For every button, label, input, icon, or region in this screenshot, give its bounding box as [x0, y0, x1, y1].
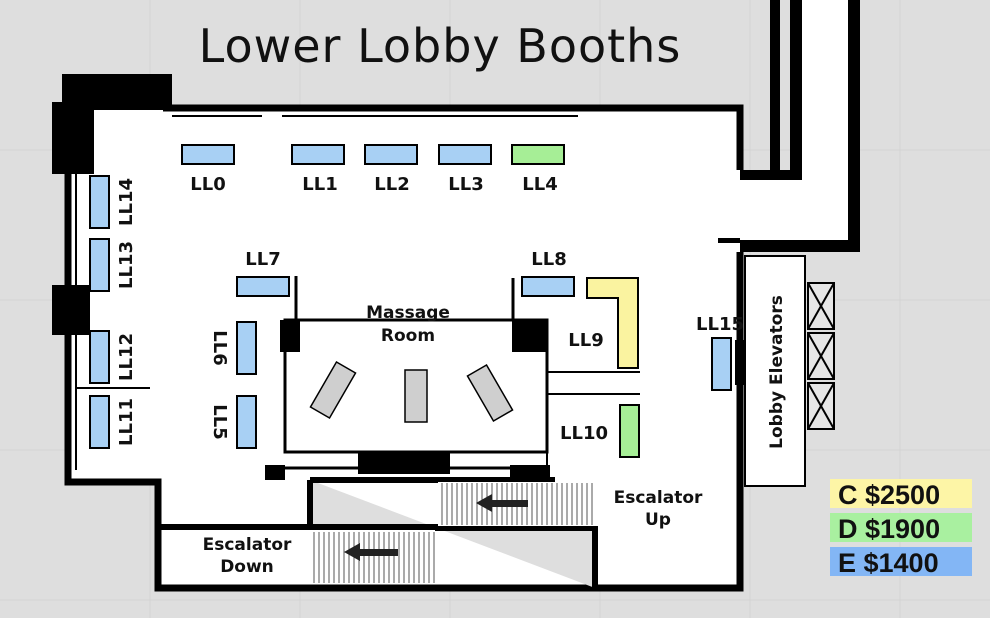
escalator-up — [438, 482, 598, 526]
wall-pillar-mid-left — [52, 285, 90, 335]
wall-notch-right — [735, 340, 745, 385]
escalator-down-label-2: Down — [220, 557, 274, 577]
booth-label-LL7: LL7 — [245, 249, 280, 270]
booth-LL5[interactable] — [236, 395, 257, 449]
escalator-down-label-1: Escalator — [203, 535, 292, 555]
booth-label-LL4: LL4 — [522, 174, 557, 195]
map-title: Lower Lobby Booths — [199, 19, 682, 73]
legend-label-E: E $1400 — [838, 548, 939, 578]
booth-label-LL3: LL3 — [448, 174, 483, 195]
booth-LL4[interactable] — [511, 144, 565, 165]
booth-label-LL2: LL2 — [374, 174, 409, 195]
booth-label-LL6: LL6 — [209, 330, 230, 365]
massage-room-label-2: Room — [381, 326, 435, 346]
booth-label-LL9: LL9 — [568, 330, 603, 351]
corridor-inner-wall — [735, 170, 800, 180]
booth-LL9[interactable] — [586, 277, 639, 369]
booth-label-LL10: LL10 — [560, 423, 608, 444]
corridor-walls — [770, 0, 860, 252]
escalator-down-arrow-icon — [344, 543, 398, 561]
corridor-link-floor — [740, 180, 848, 240]
escalator-up-arrow-icon — [476, 494, 528, 512]
booths — [89, 144, 732, 458]
outer-walls — [64, 104, 744, 592]
price-legend: C $2500 D $1900 E $1400 — [830, 479, 972, 578]
booth-label-LL8: LL8 — [531, 249, 566, 270]
legend-swatch-E — [830, 547, 972, 576]
booth-LL2[interactable] — [364, 144, 418, 165]
left-partitions — [75, 174, 150, 470]
booth-LL7[interactable] — [236, 276, 290, 297]
booth-label-LL0: LL0 — [190, 174, 225, 195]
booth-LL12[interactable] — [89, 330, 110, 384]
escalator-up-label-2: Up — [645, 510, 671, 530]
booth-label-LL5: LL5 — [209, 404, 230, 439]
booth-LL0[interactable] — [181, 144, 235, 165]
massage-tables — [309, 360, 514, 423]
legend-label-C: C $2500 — [838, 480, 940, 510]
ll10-partitions — [546, 371, 640, 465]
booth-LL6[interactable] — [236, 321, 257, 375]
booth-LL1[interactable] — [291, 144, 345, 165]
massage-room-label-1: Massage — [366, 303, 450, 323]
booth-LL14[interactable] — [89, 175, 110, 229]
escalator-up-label-1: Escalator — [614, 488, 703, 508]
booth-LL10[interactable] — [619, 404, 640, 458]
legend-swatch-D — [830, 513, 972, 542]
wall-stub-right — [718, 238, 740, 243]
booth-labels: LL0 LL1 LL2 LL3 LL4 LL5 LL6 LL7 LL8 LL9 … — [116, 174, 744, 446]
legend-label-D: D $1900 — [838, 514, 940, 544]
booth-label-LL15: LL15 — [696, 314, 744, 335]
booth-label-LL12: LL12 — [116, 333, 137, 381]
booth-LL11[interactable] — [89, 395, 110, 449]
escalator-down — [310, 531, 440, 584]
booth-LL15[interactable] — [711, 337, 732, 391]
lobby-elevators-label: Lobby Elevators — [767, 295, 787, 449]
legend-swatch-C — [830, 479, 972, 508]
booth-label-LL14: LL14 — [116, 178, 137, 226]
wall-pillar-left — [52, 102, 94, 174]
elevator-lobby — [744, 255, 806, 487]
booth-LL3[interactable] — [438, 144, 492, 165]
booth-label-LL1: LL1 — [302, 174, 337, 195]
corridor-bottom-wall — [740, 240, 860, 252]
escalator-outline — [162, 477, 555, 530]
booth-LL8[interactable] — [521, 276, 575, 297]
booth-label-LL11: LL11 — [116, 398, 137, 446]
booth-label-LL13: LL13 — [116, 241, 137, 289]
elevator-shafts — [807, 282, 835, 430]
booth-LL13[interactable] — [89, 238, 110, 292]
